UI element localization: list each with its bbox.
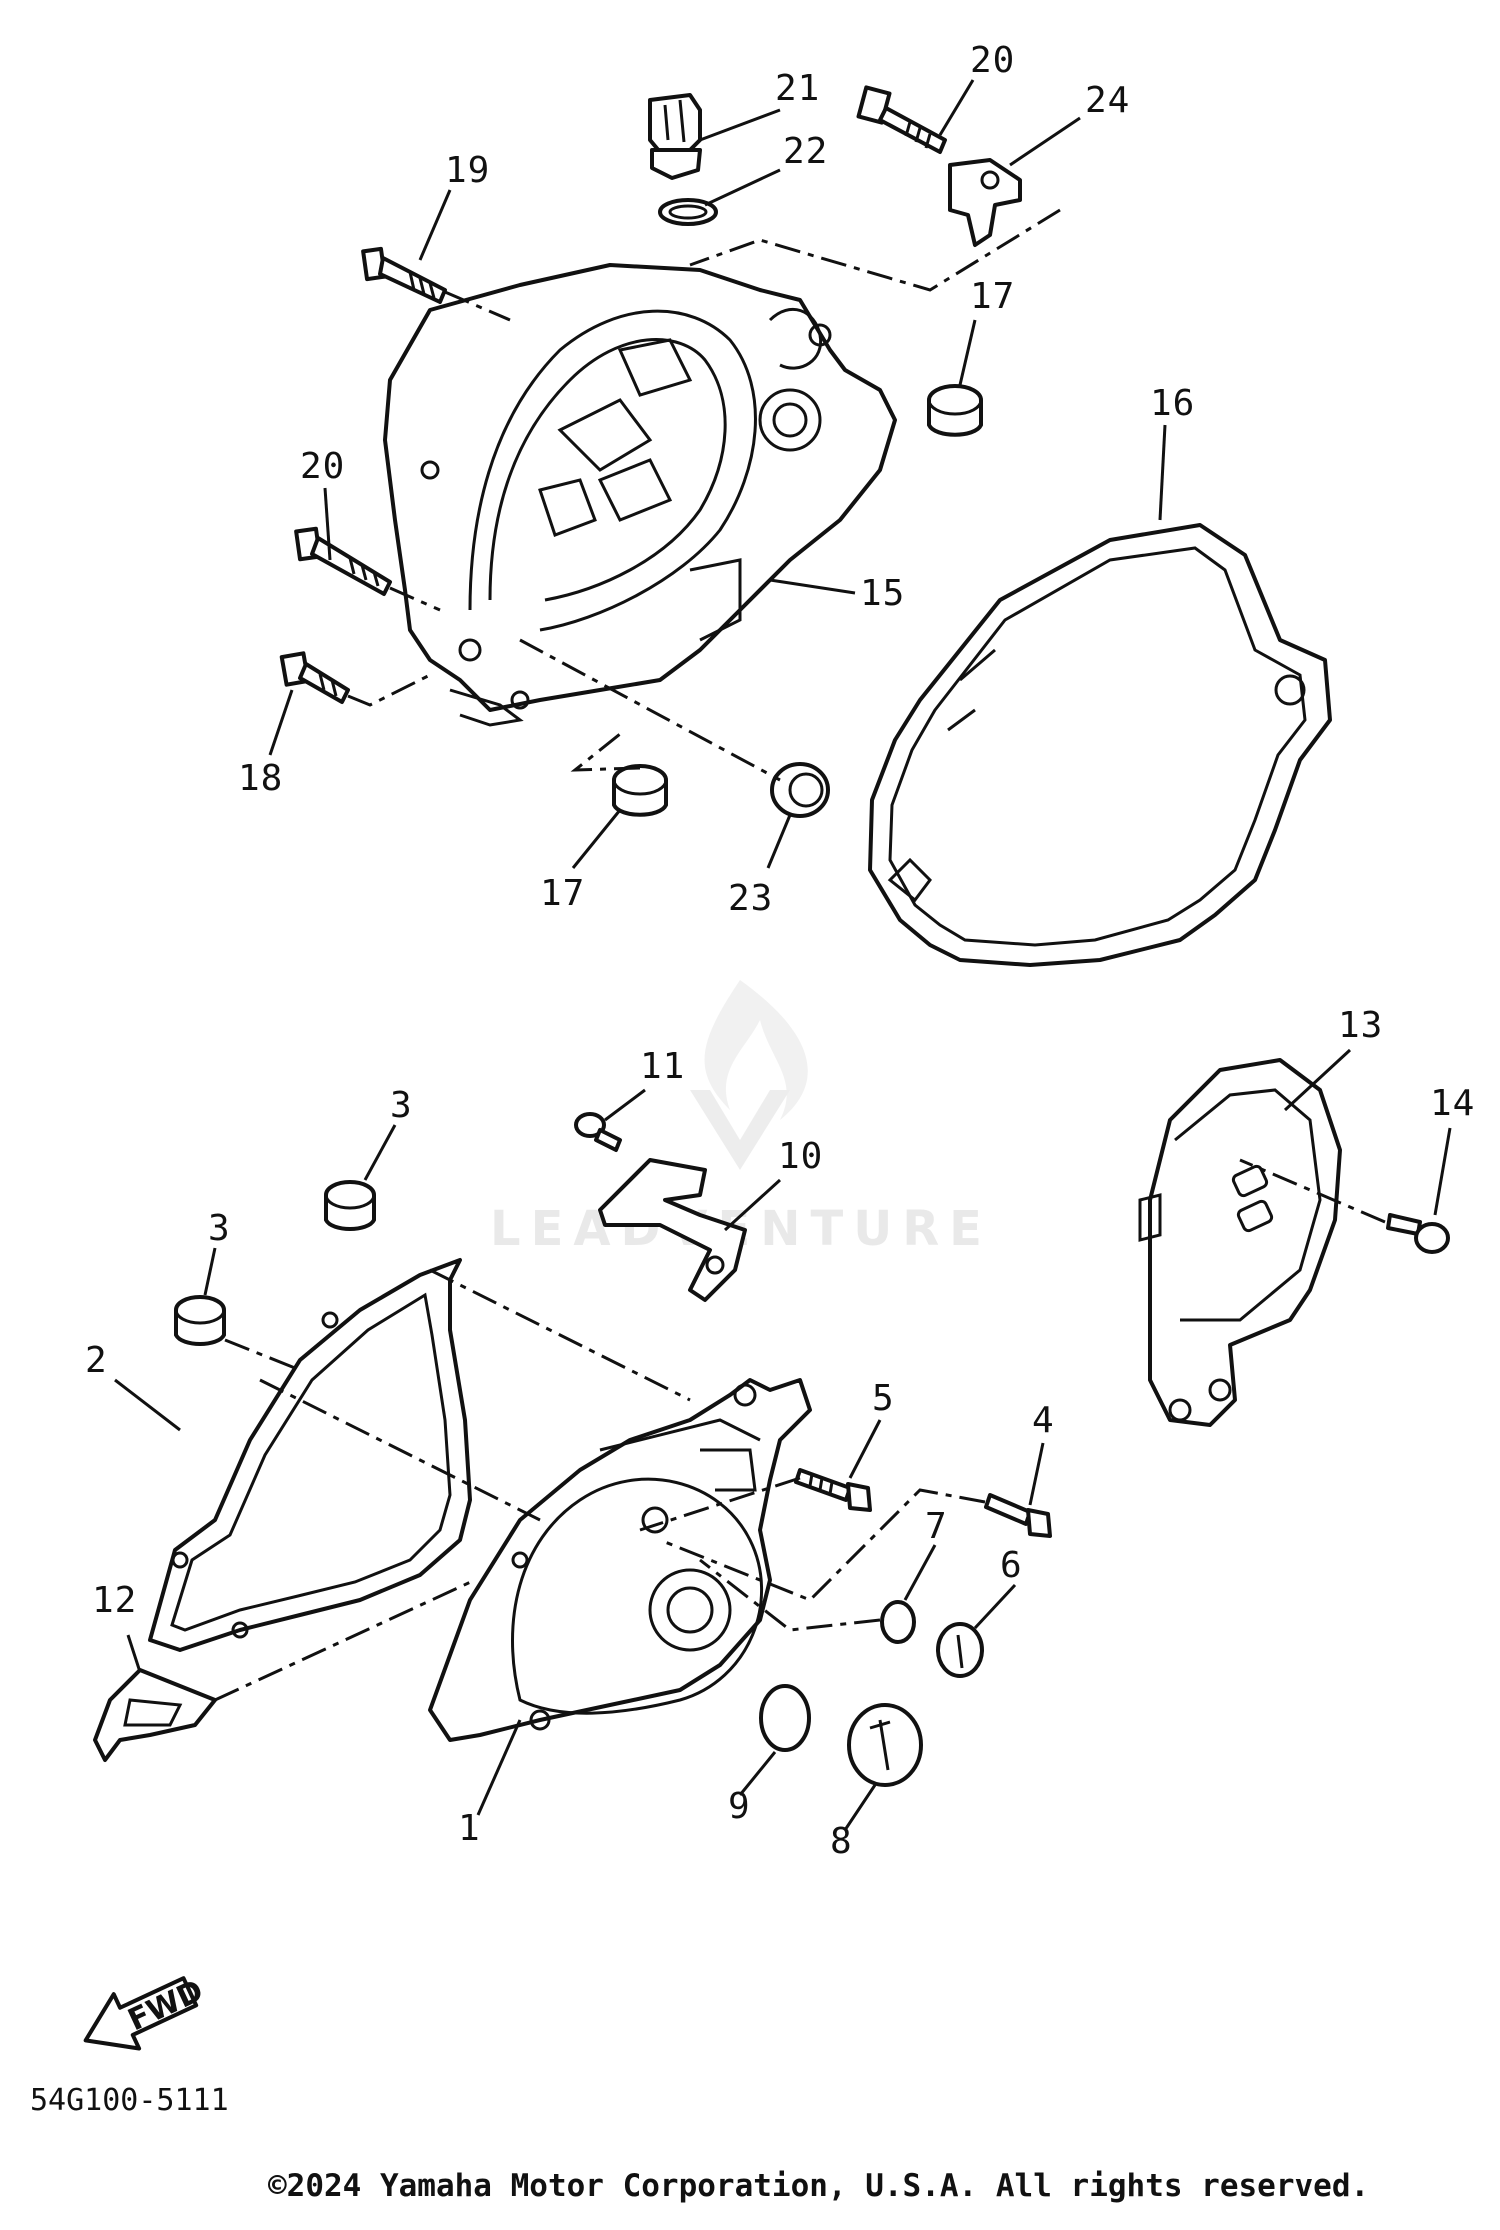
callout-19: 19: [445, 150, 490, 191]
part-4-bolt: [984, 1493, 1052, 1538]
part-21-oil-plug: [648, 93, 702, 180]
callout-16: 16: [1150, 383, 1195, 424]
callout-15: 15: [860, 573, 905, 614]
part-8-plug: [847, 1703, 923, 1787]
part-13-sprocket-cover: [1138, 1058, 1342, 1427]
part-20-bolt-top: [856, 85, 947, 154]
part-22-o-ring: [658, 198, 718, 226]
callout-17-lower: 17: [540, 873, 585, 914]
part-6-plug: [936, 1622, 984, 1678]
leader-14-to-13: [1239, 1158, 1386, 1224]
leader-18-to-cover: [347, 673, 431, 707]
fwd-label: FWD: [123, 1973, 209, 2038]
forward-direction-arrow: FWD: [83, 1973, 209, 2051]
leader-23-to-cover: [519, 638, 781, 782]
callout-13: 13: [1338, 1005, 1383, 1046]
callout-11: 11: [640, 1046, 685, 1087]
callout-leaders: [114, 79, 1452, 1831]
leader-7-to-cover: [699, 1558, 881, 1632]
part-3-dowel-upper: [324, 1180, 376, 1231]
callout-14: 14: [1430, 1083, 1475, 1124]
part-23-oil-seal: [770, 762, 830, 818]
leader-24-to-cover: [689, 208, 1061, 292]
part-17-dowel-lower: [612, 764, 668, 817]
callout-3-lower: 3: [208, 1208, 231, 1249]
callout-24: 24: [1085, 80, 1130, 121]
callout-5: 5: [872, 1378, 895, 1419]
part-18-bolt: [279, 651, 350, 704]
part-2-gasket: [148, 1258, 472, 1652]
part-5-bolt: [794, 1468, 872, 1512]
leader-dowel-to-gasket: [224, 1338, 301, 1372]
part-24-bracket: [948, 158, 1022, 247]
leader-19-to-cover: [444, 290, 511, 322]
callout-3-upper: 3: [390, 1085, 413, 1126]
callout-2: 2: [85, 1340, 108, 1381]
callout-20-top: 20: [970, 40, 1015, 81]
callout-21: 21: [775, 68, 820, 109]
callout-22: 22: [783, 131, 828, 172]
part-3-dowel-lower: [174, 1295, 226, 1346]
part-17-dowel-upper: [927, 384, 983, 437]
part-7-o-ring: [880, 1600, 916, 1644]
callout-17-upper: 17: [970, 276, 1015, 317]
callout-8: 8: [830, 1821, 853, 1862]
part-19-bolt: [361, 246, 447, 304]
part-1-crankcase-cover: [428, 1378, 812, 1742]
callout-7: 7: [925, 1506, 948, 1547]
part-11-screw: [574, 1112, 622, 1152]
leader-gasket-to-cover-b: [259, 1378, 541, 1522]
leader-gasket-to-cover-a: [429, 1268, 691, 1402]
leader-5-to-cover: [639, 1476, 801, 1532]
callout-9: 9: [728, 1786, 751, 1827]
leader-17-to-cover: [570, 728, 641, 772]
callout-4: 4: [1032, 1400, 1055, 1441]
diagram-reference-code: 54G100-5111: [30, 2083, 229, 2118]
part-10-bracket: [598, 1158, 747, 1302]
part-15-crankcase-cover: [383, 263, 897, 727]
part-9-o-ring: [759, 1684, 811, 1752]
leader-20-to-cover: [389, 586, 441, 612]
part-14-screw: [1386, 1213, 1450, 1254]
part-20-bolt-left: [294, 526, 392, 596]
callout-1: 1: [458, 1808, 481, 1849]
callout-6: 6: [1000, 1545, 1023, 1586]
callout-20-left: 20: [300, 446, 345, 487]
copyright-notice: ©2024 Yamaha Motor Corporation, U.S.A. A…: [268, 2168, 1370, 2204]
callout-18: 18: [238, 758, 283, 799]
part-16-gasket: [868, 523, 1332, 967]
leader-4-to-cover: [659, 1488, 986, 1602]
part-12-bracket: [93, 1668, 217, 1762]
callout-10: 10: [778, 1136, 823, 1177]
callout-12: 12: [92, 1580, 137, 1621]
part-22-o-ring-inner: [668, 204, 708, 220]
callout-23: 23: [728, 878, 773, 919]
